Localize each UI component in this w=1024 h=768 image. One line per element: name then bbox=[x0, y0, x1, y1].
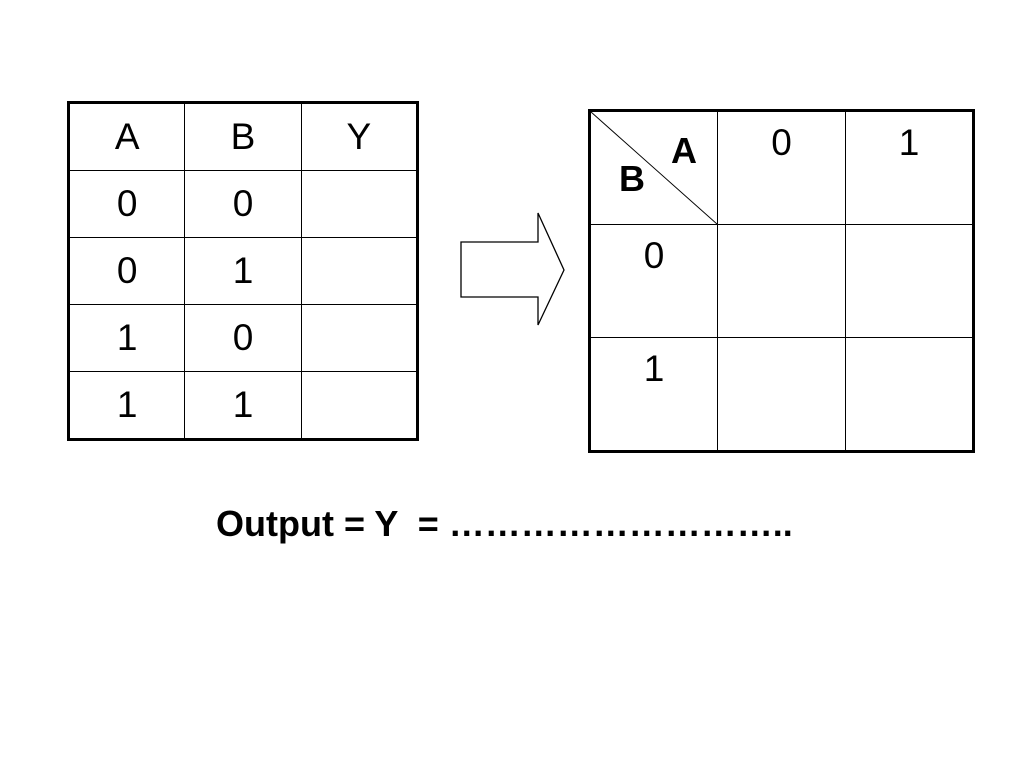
kmap-row: 1 bbox=[589, 337, 974, 452]
kmap-cell bbox=[717, 337, 846, 452]
truth-table-header-row: A B Y bbox=[67, 102, 419, 171]
table-row: 0 0 bbox=[67, 170, 419, 238]
column-variable-label: A bbox=[671, 130, 697, 171]
right-arrow-icon bbox=[460, 212, 565, 326]
cell-a: 1 bbox=[67, 371, 186, 440]
cell-b: 1 bbox=[184, 237, 302, 305]
cell-y bbox=[300, 304, 419, 372]
header-a: A bbox=[67, 102, 186, 171]
kmap-row-header: 1 bbox=[589, 337, 718, 452]
cell-b: 0 bbox=[184, 304, 302, 372]
kmap-cell bbox=[845, 337, 974, 452]
cell-y bbox=[300, 371, 419, 440]
cell-b: 1 bbox=[184, 371, 302, 440]
kmap-col-header: 0 bbox=[717, 110, 846, 225]
cell-a: 0 bbox=[67, 237, 186, 305]
header-y: Y bbox=[300, 102, 419, 171]
cell-a: 0 bbox=[67, 170, 186, 238]
output-expression: Output = Y = ……………………….. bbox=[216, 503, 793, 544]
cell-b: 0 bbox=[184, 170, 302, 238]
cell-a: 1 bbox=[67, 304, 186, 372]
table-row: 1 1 bbox=[67, 371, 419, 440]
row-variable-label: B bbox=[619, 158, 645, 199]
header-b: B bbox=[184, 102, 302, 171]
cell-y bbox=[300, 170, 419, 238]
kmap-corner: A B bbox=[589, 110, 718, 225]
table-row: 0 1 bbox=[67, 237, 419, 305]
cell-y bbox=[300, 237, 419, 305]
kmap-cell bbox=[717, 224, 846, 338]
kmap-row-header: 0 bbox=[589, 224, 718, 338]
truth-table: A B Y 0 0 0 1 1 0 1 1 bbox=[67, 101, 419, 441]
table-row: 1 0 bbox=[67, 304, 419, 372]
karnaugh-map: A B 0 1 0 1 bbox=[588, 109, 975, 453]
diagonal-line bbox=[591, 112, 717, 224]
kmap-header-row: A B 0 1 bbox=[589, 110, 974, 225]
kmap-row: 0 bbox=[589, 224, 974, 338]
kmap-col-header: 1 bbox=[845, 110, 974, 225]
kmap-cell bbox=[845, 224, 974, 338]
